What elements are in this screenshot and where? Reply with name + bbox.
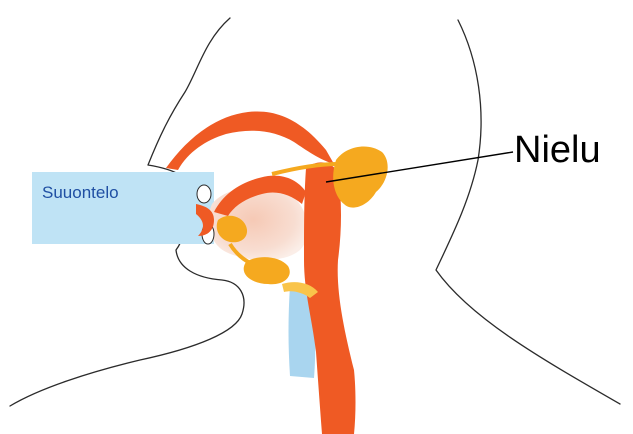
nasal-palate-tract bbox=[166, 111, 334, 170]
neck-back-outline bbox=[436, 20, 620, 404]
pharynx-label: Nielu bbox=[514, 129, 601, 171]
upper-lip bbox=[197, 185, 211, 203]
oral-cavity-label: Suuontelo bbox=[42, 183, 119, 202]
